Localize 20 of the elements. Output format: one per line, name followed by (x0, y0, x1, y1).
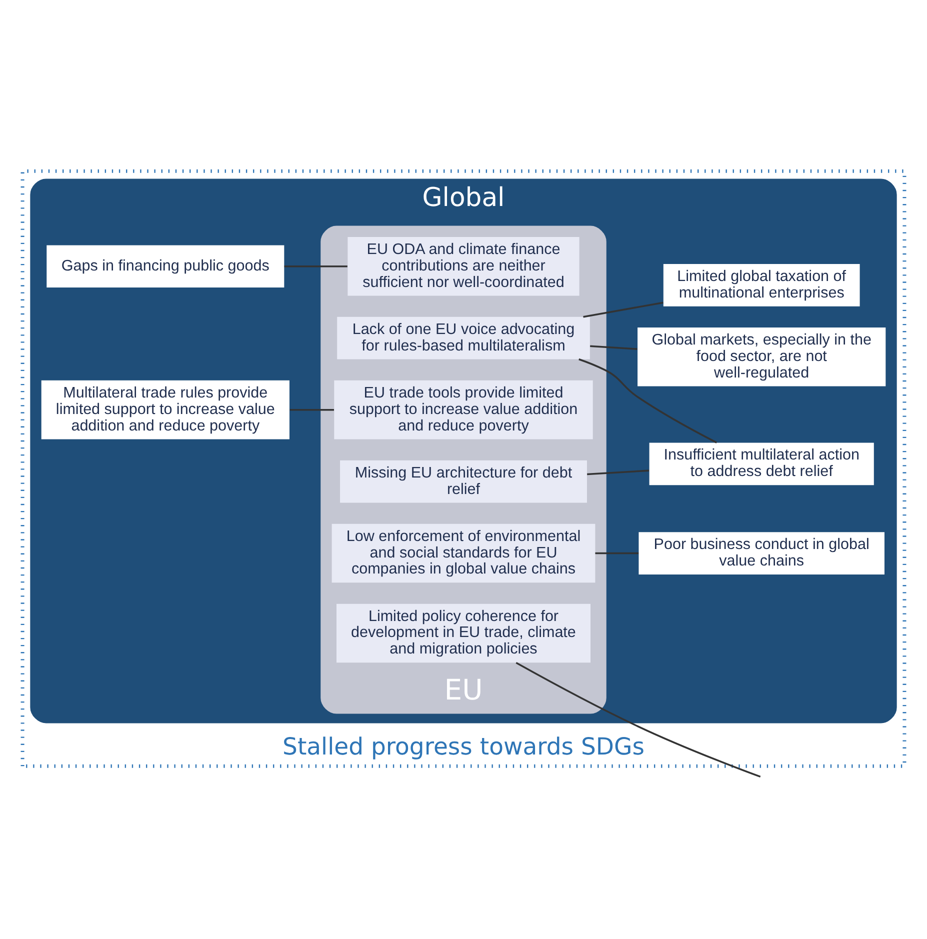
connector (595, 552, 639, 554)
node-box: Low enforcement of environmental and social standards for EU companies in global value chains (332, 524, 596, 583)
node-box: EU trade tools provide limited support to increase value addition and reduce poverty (334, 380, 593, 440)
node-box: Multilateral trade rules provide limited support to increase value addition and reduce poverty (41, 380, 290, 440)
connector (516, 662, 761, 778)
node-box: Global markets, especially in the food sector, are not well-regulated (638, 328, 886, 386)
connector (587, 470, 650, 476)
connector (583, 302, 664, 318)
node-box: EU ODA and climate finance contributions are neither sufficient nor well-coordinated (348, 236, 580, 296)
node-box: Insufficient multilateral action to address debt relief (649, 442, 874, 486)
node-box: Gaps in financing public goods (46, 245, 284, 288)
node-box: Limited global taxation of multinational enterprises (663, 264, 860, 306)
node-box: Missing EU architecture for debt relief (340, 460, 587, 503)
node-box: Limited policy coherence for development in EU trade, climate and migration policies (336, 604, 590, 663)
node-box: Poor business conduct in global value chains (638, 532, 884, 574)
connector (578, 358, 717, 444)
node-box: Lack of one EU voice advocating for rules-based multilateralism (337, 316, 590, 360)
connector (290, 408, 334, 411)
connector (590, 345, 638, 350)
connector (284, 265, 348, 268)
